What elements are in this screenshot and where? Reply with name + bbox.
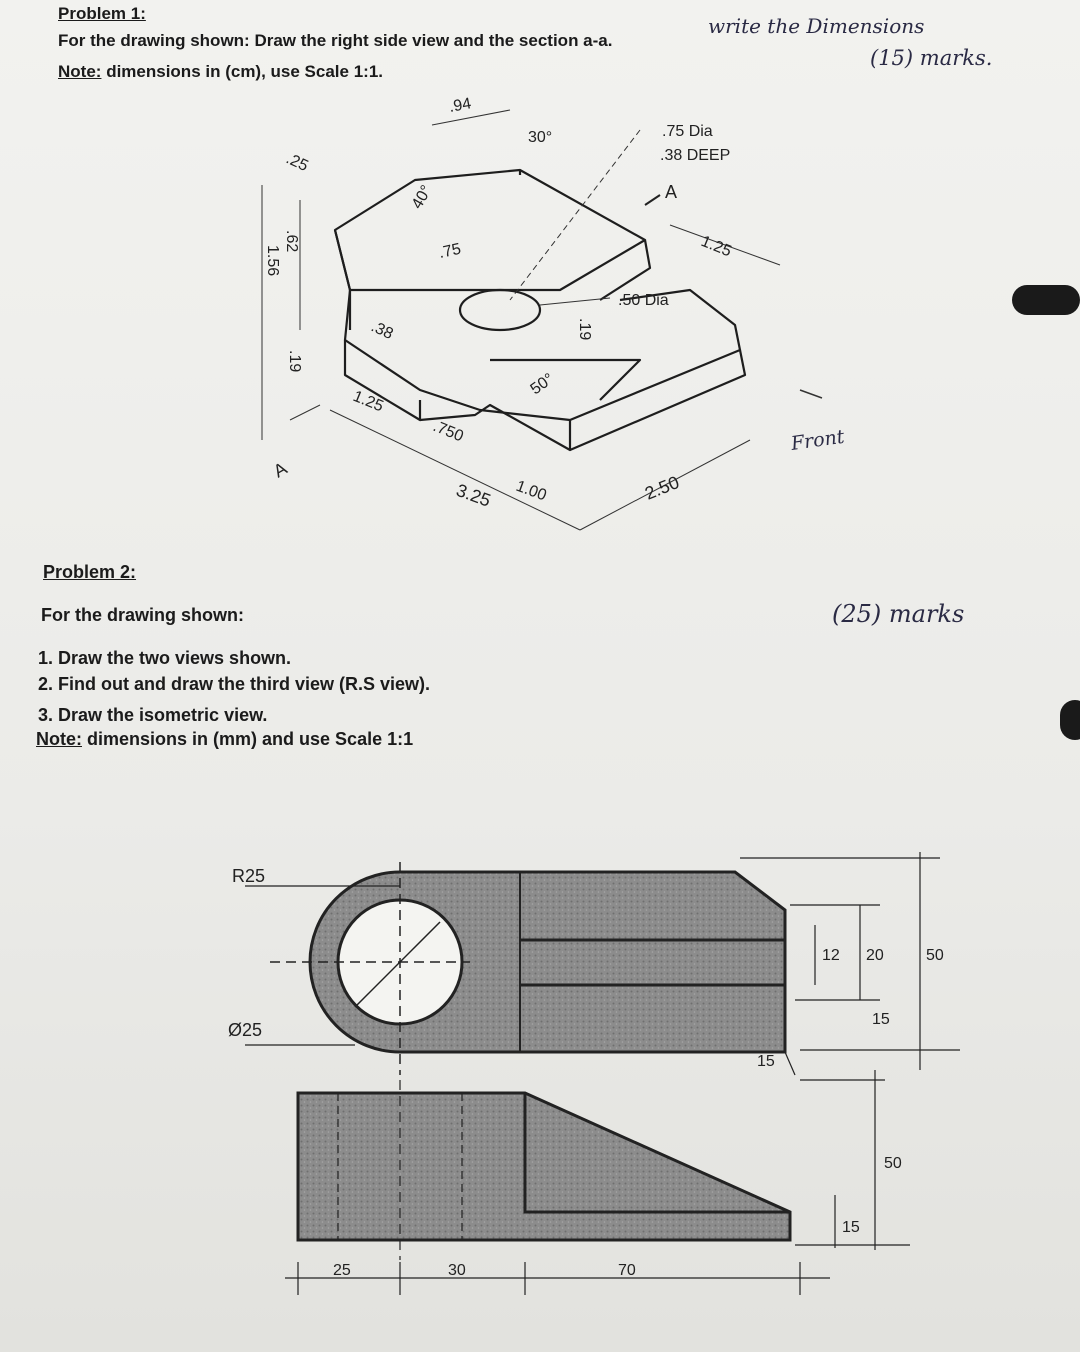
note-text: dimensions in (cm), use Scale 1:1. bbox=[106, 62, 384, 81]
label-phi25: Ø25 bbox=[228, 1020, 262, 1040]
dim-12: 12 bbox=[822, 947, 840, 964]
note-text-2: dimensions in (mm) and use Scale 1:1 bbox=[87, 729, 414, 749]
section-line-a-left bbox=[289, 404, 321, 421]
problem2-note: Note: dimensions in (mm) and use Scale 1… bbox=[36, 729, 413, 750]
dim-15-top: 15 bbox=[872, 1011, 890, 1028]
dim-30deg: 30° bbox=[528, 129, 552, 146]
front-arrow bbox=[799, 389, 823, 399]
base-front-mid-face bbox=[419, 403, 572, 452]
step-2: 2. Find out and draw the third view (R.S… bbox=[38, 674, 431, 694]
dim-25-bottom: 25 bbox=[333, 1262, 351, 1279]
section-arrow-a bbox=[644, 194, 661, 206]
dim-50-top: 50 bbox=[926, 947, 944, 964]
label-38-deep: .38 DEEP bbox=[660, 147, 730, 164]
note-label-2: Note: bbox=[36, 729, 82, 749]
hole-ellipse bbox=[458, 288, 542, 332]
dim-line-125 bbox=[669, 224, 781, 266]
slot-edge bbox=[490, 358, 642, 401]
dim-15-offset: 15 bbox=[757, 1053, 775, 1070]
handwritten-dimensions-note: write the Dimensions bbox=[708, 14, 925, 38]
dim-094: .94 bbox=[448, 95, 473, 116]
dim-019: .19 bbox=[286, 350, 303, 372]
problem2-instruction: For the drawing shown: bbox=[41, 605, 244, 625]
label-50-dia: .50 Dia bbox=[618, 292, 669, 309]
dim-075: .75 bbox=[437, 241, 462, 262]
front-view-outline bbox=[296, 1091, 792, 1242]
base-front-left-face bbox=[343, 340, 422, 422]
label-r25: R25 bbox=[232, 866, 265, 886]
dim-20: 20 bbox=[866, 947, 884, 964]
margin-ink-mark-2 bbox=[1060, 700, 1080, 740]
note-label: Note: bbox=[58, 62, 102, 81]
dim-50-front: 50 bbox=[884, 1155, 902, 1172]
base-front-right-face bbox=[569, 349, 747, 452]
leader-75-dia bbox=[509, 129, 641, 301]
problem1-instruction: For the drawing shown: Draw the right si… bbox=[58, 31, 613, 50]
margin-ink-mark bbox=[1012, 285, 1080, 315]
problem2-title: Problem 2: bbox=[43, 562, 137, 582]
diameter-leader bbox=[354, 921, 441, 1008]
dim-line-094 bbox=[431, 109, 511, 126]
problem1-title: Problem 1: bbox=[58, 4, 146, 23]
front-view-step bbox=[523, 1093, 790, 1214]
dim-30-bottom: 30 bbox=[448, 1262, 466, 1279]
handwritten-marks: (15) marks. bbox=[870, 46, 993, 70]
leader-50-dia bbox=[539, 297, 611, 306]
dim-70-bottom: 70 bbox=[618, 1262, 636, 1279]
step-3: 3. Draw the isometric view. bbox=[38, 705, 268, 725]
dim-019b: .19 bbox=[576, 318, 593, 340]
dim-line-325 bbox=[329, 409, 581, 531]
section-label-a-right: A bbox=[665, 182, 677, 202]
handwritten-marks-25: (25) marks bbox=[832, 600, 965, 628]
problem1-isometric-figure: .94 30° .25 40° 1.56 .62 .19 .75 .38 1.2… bbox=[261, 95, 846, 531]
dim-156: 1.56 bbox=[264, 245, 281, 276]
step-1: 1. Draw the two views shown. bbox=[38, 648, 292, 668]
problem1-note: Note: dimensions in (cm), use Scale 1:1. bbox=[58, 62, 383, 82]
dim-line-250 bbox=[579, 439, 751, 531]
dim-15-front: 15 bbox=[842, 1219, 860, 1236]
dim-062: .62 bbox=[283, 230, 300, 252]
label-75-dia: .75 Dia bbox=[662, 123, 713, 140]
upper-block-step bbox=[599, 239, 652, 301]
